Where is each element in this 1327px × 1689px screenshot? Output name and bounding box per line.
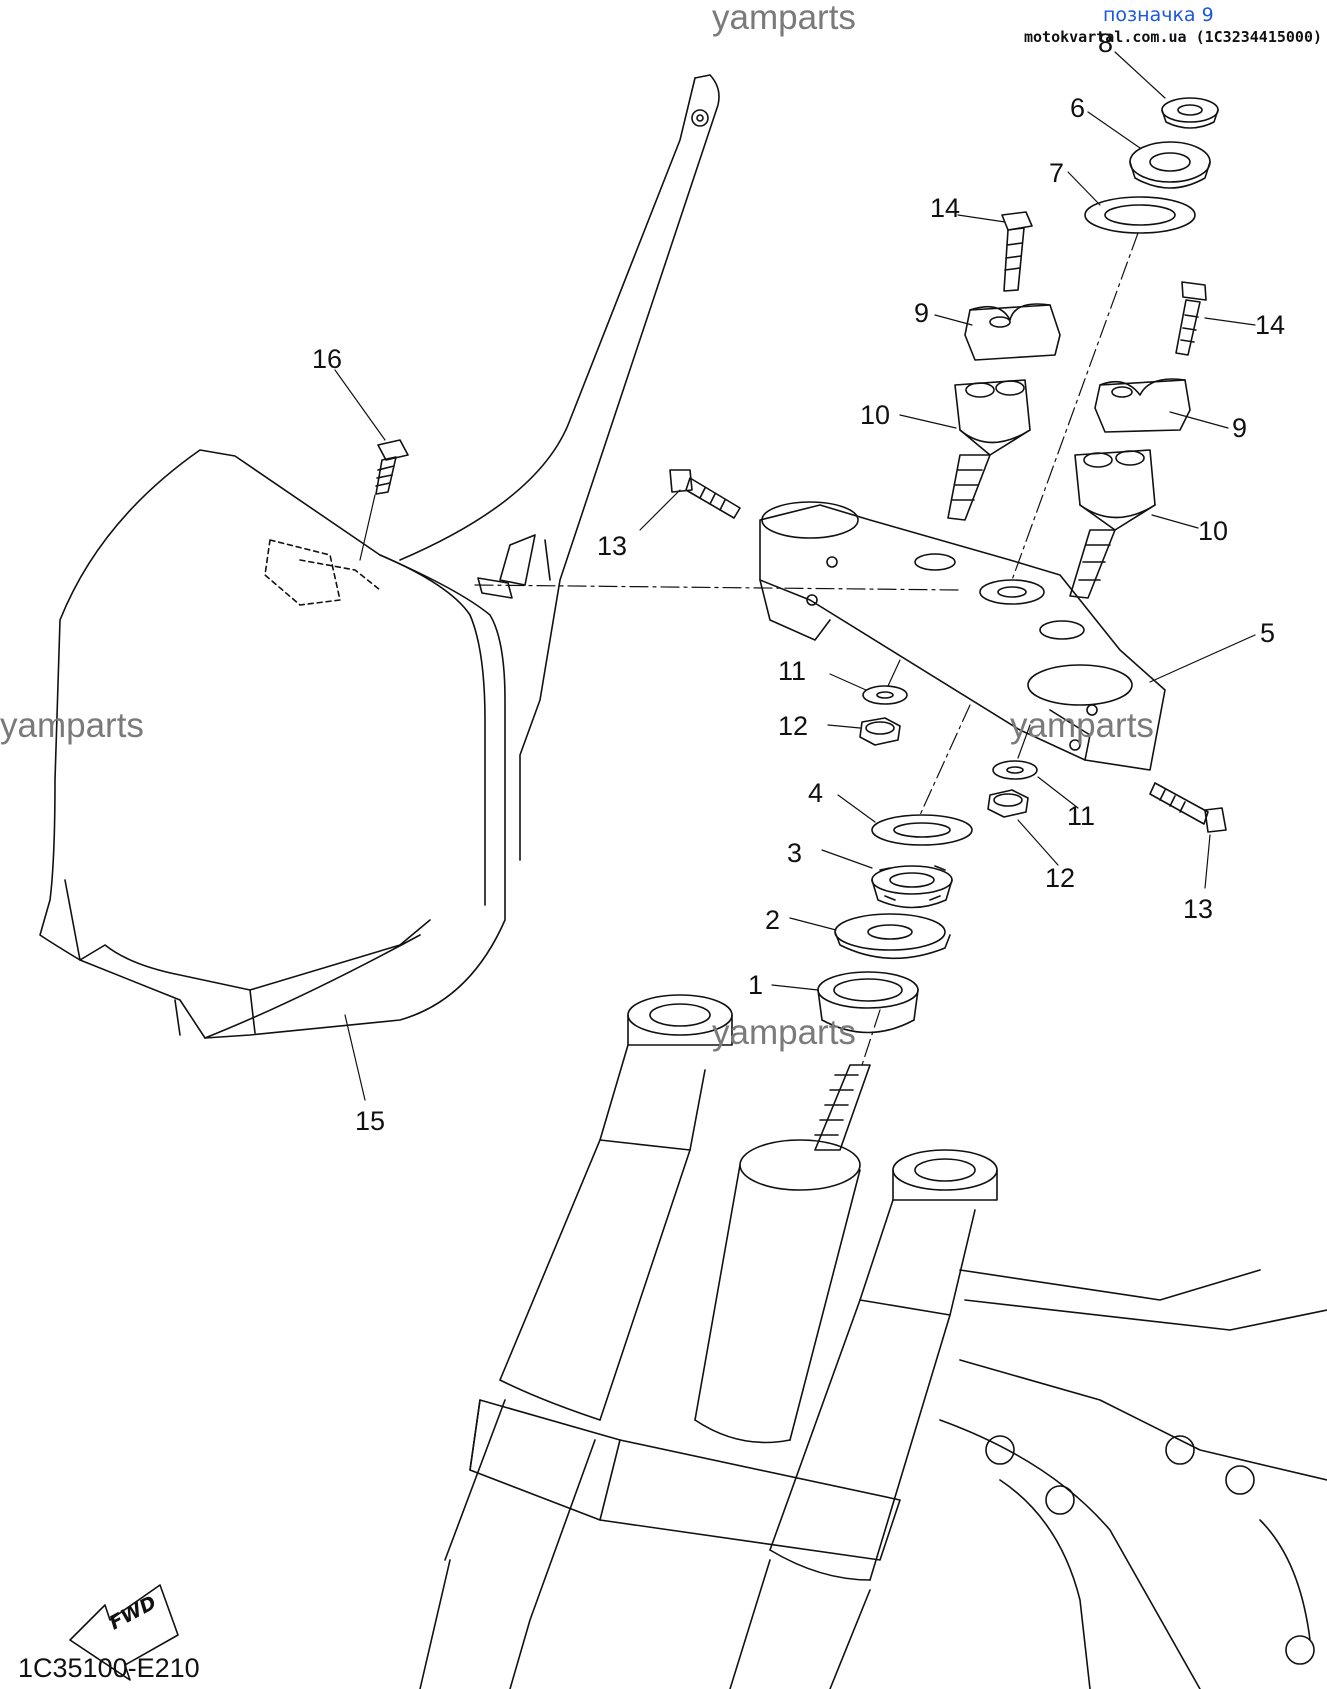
- callout-8: 8: [1098, 28, 1114, 58]
- callout-6: 6: [1070, 93, 1086, 123]
- watermark-center: yamparts: [712, 1013, 856, 1052]
- nut-8: [1161, 97, 1219, 129]
- upper-bracket-5: [759, 501, 1166, 771]
- callout-9-right: 9: [1232, 413, 1248, 443]
- washer-11-right: [992, 760, 1038, 780]
- nut-12-right: [987, 789, 1029, 818]
- callout-14-left: 14: [930, 193, 961, 223]
- washer-11-left: [862, 685, 908, 705]
- tag-label: позначка 9: [1103, 4, 1214, 26]
- nut-12-left: [859, 717, 901, 746]
- ring-nut-3: [871, 865, 953, 909]
- callout-7: 7: [1049, 158, 1065, 188]
- bolt-16: [375, 439, 409, 495]
- watermark-left: yamparts: [0, 706, 144, 745]
- watermark-top: yamparts: [712, 0, 856, 37]
- callout-10-left: 10: [860, 400, 891, 430]
- callout-12-left: 12: [778, 711, 809, 741]
- plate-bracket: [399, 74, 720, 861]
- bolt-13-right: [1149, 782, 1227, 833]
- callout-2: 2: [765, 905, 781, 935]
- callout-16: 16: [312, 344, 343, 374]
- number-plate: [39, 449, 513, 1039]
- cover-2: [834, 913, 951, 960]
- callout-14-right: 14: [1255, 310, 1286, 340]
- callout-9-left: 9: [914, 298, 930, 328]
- holder-9-left: [964, 303, 1061, 361]
- washer-6: [1129, 141, 1211, 189]
- watermark-right: yamparts: [1010, 706, 1154, 745]
- callout-3: 3: [787, 838, 803, 868]
- front-fork-assembly: [419, 994, 1327, 1689]
- callout-4: 4: [808, 778, 824, 808]
- store-label: motokvartal.com.ua (1C3234415000): [1024, 28, 1323, 46]
- callout-13-right: 13: [1183, 894, 1214, 924]
- callout-13-left: 13: [597, 531, 628, 561]
- callout-5: 5: [1260, 618, 1276, 648]
- fwd-arrow-icon: [69, 1584, 179, 1681]
- holder-10-right: [1069, 449, 1156, 599]
- callout-12-right: 12: [1045, 863, 1076, 893]
- washer-4: [871, 814, 973, 846]
- washer-7: [1084, 196, 1196, 234]
- holder-9-right: [1094, 378, 1191, 433]
- holder-10-left: [947, 379, 1031, 521]
- callout-1: 1: [748, 970, 764, 1000]
- diagram-code: 1C35100-E210: [18, 1653, 200, 1683]
- leader-lines: [334, 51, 1256, 1101]
- bolt-14-left: [1001, 211, 1033, 292]
- callout-10-right: 10: [1198, 516, 1229, 546]
- callout-11-right: 11: [1067, 801, 1096, 831]
- callout-15: 15: [355, 1106, 386, 1136]
- callout-11-left: 11: [778, 656, 807, 686]
- bolt-14-right: [1175, 281, 1207, 356]
- bolt-13-left: [669, 469, 741, 519]
